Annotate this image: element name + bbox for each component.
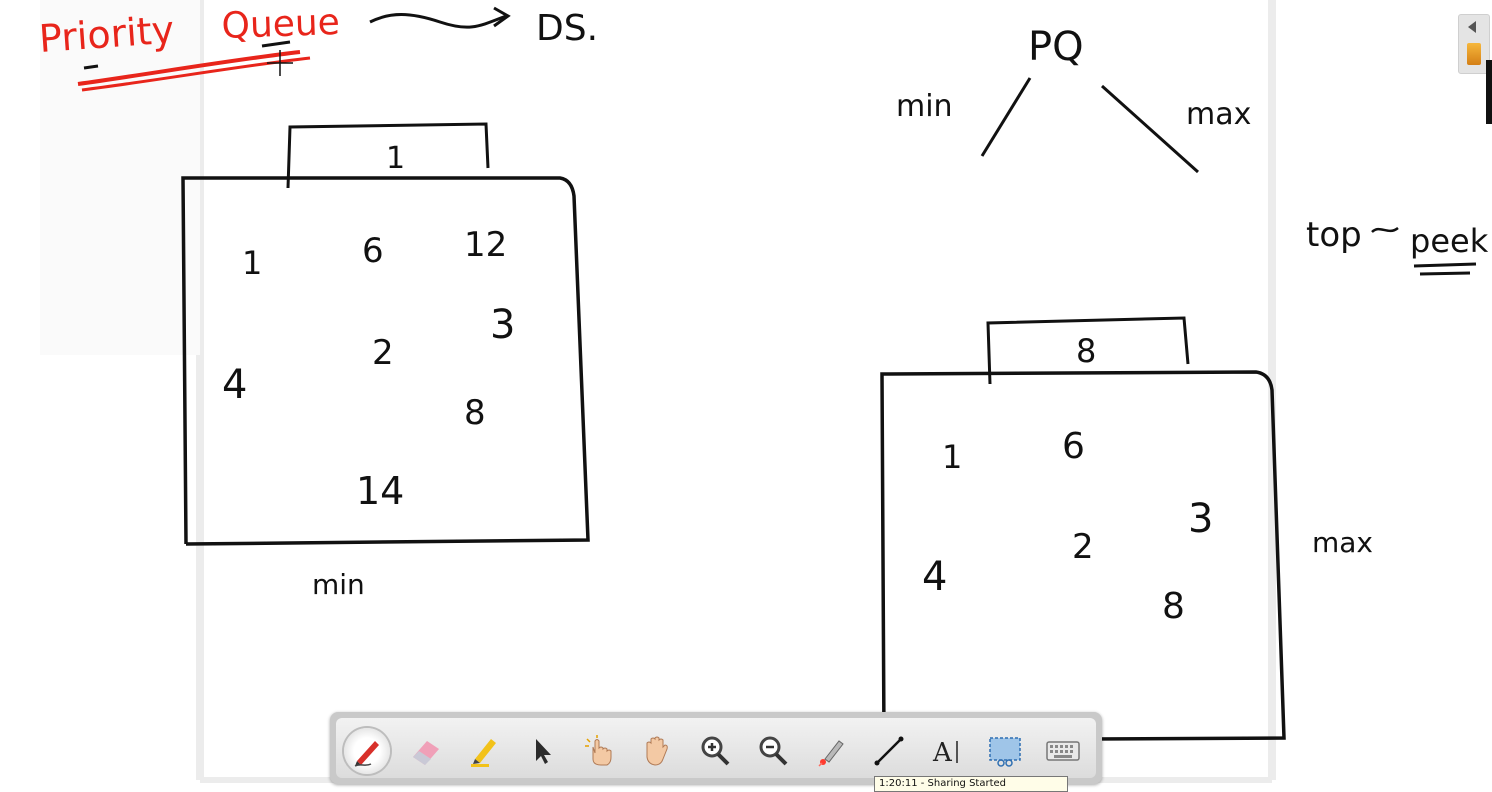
note-peek: peek [1410,222,1489,260]
keyboard-button[interactable] [1040,728,1086,774]
laser-pointer-button[interactable] [808,728,854,774]
min-value: 14 [356,469,404,513]
window-edge [1486,60,1492,124]
max-value: 8 [1162,586,1185,627]
max-lid-value: 8 [1076,332,1096,370]
note-top: top [1306,215,1362,255]
tree-left-label: min [896,89,953,124]
min-value: 3 [490,302,515,348]
max-value: 1 [942,438,962,476]
chevron-left-icon [1468,21,1476,33]
eraser-tool-button[interactable] [402,728,448,774]
max-value: 4 [922,554,947,600]
crosshair-cursor-icon [267,50,293,76]
screen-capture-icon [989,737,1021,767]
max-priority-box: 8 1 6 3 4 2 8 [880,316,1286,742]
line-icon [874,736,904,766]
title-underline-2 [81,56,311,92]
line-tool-button[interactable] [866,728,912,774]
select-tool-button[interactable] [518,728,564,774]
tree-branch-right [1100,84,1200,174]
min-priority-box: 1 1 6 12 3 4 2 8 14 [181,122,590,546]
toolbox-icon [1467,43,1481,65]
arrow-to-ds [369,13,507,29]
annotation-toolbar: A [330,712,1102,784]
title-queue: Queue [221,2,341,47]
min-lid-value: 1 [386,141,405,176]
max-box-caption: max [1312,526,1373,559]
click-tool-button[interactable] [576,728,622,774]
zoom-out-icon [759,736,788,766]
tree-right-label: max [1186,97,1251,132]
zoom-out-button[interactable] [750,728,796,774]
min-box-caption: min [312,568,365,601]
pq-root: PQ [1028,24,1084,70]
highlighter-tool-button[interactable] [460,728,506,774]
pointer-icon [536,739,551,764]
pan-hand-icon [646,736,668,766]
zoom-in-button[interactable] [692,728,738,774]
zoom-in-icon [701,736,730,766]
min-value: 12 [464,225,507,265]
title-priority: Priority [38,8,176,61]
toolbar-body: A [336,718,1096,778]
max-value: 6 [1062,426,1085,467]
screen-capture-button[interactable] [982,728,1028,774]
ds-label: DS. [536,8,598,49]
max-value: 2 [1072,527,1094,567]
collapse-sidebar-button[interactable] [1458,14,1490,74]
min-value: 4 [222,362,247,408]
title-underline [77,50,301,86]
pen-tool-button[interactable] [344,728,390,774]
keyboard-icon [1046,741,1080,761]
max-value: 3 [1188,496,1213,542]
min-value: 1 [242,244,262,282]
pan-tool-button[interactable] [634,728,680,774]
min-value: 2 [372,333,394,373]
tree-branch-left [980,77,1032,157]
sharing-status-tooltip: 1:20:11 - Sharing Started [874,776,1068,792]
highlighter-icon [471,739,496,767]
min-value: 6 [362,231,384,271]
text-icon: A [932,738,958,768]
click-hand-icon [585,735,612,766]
eraser-icon [413,741,439,765]
pen-icon [354,741,379,767]
svg-text:A: A [932,738,953,768]
min-value: 8 [464,393,486,433]
laser-pointer-icon [818,740,844,767]
text-tool-button[interactable]: A [924,728,970,774]
